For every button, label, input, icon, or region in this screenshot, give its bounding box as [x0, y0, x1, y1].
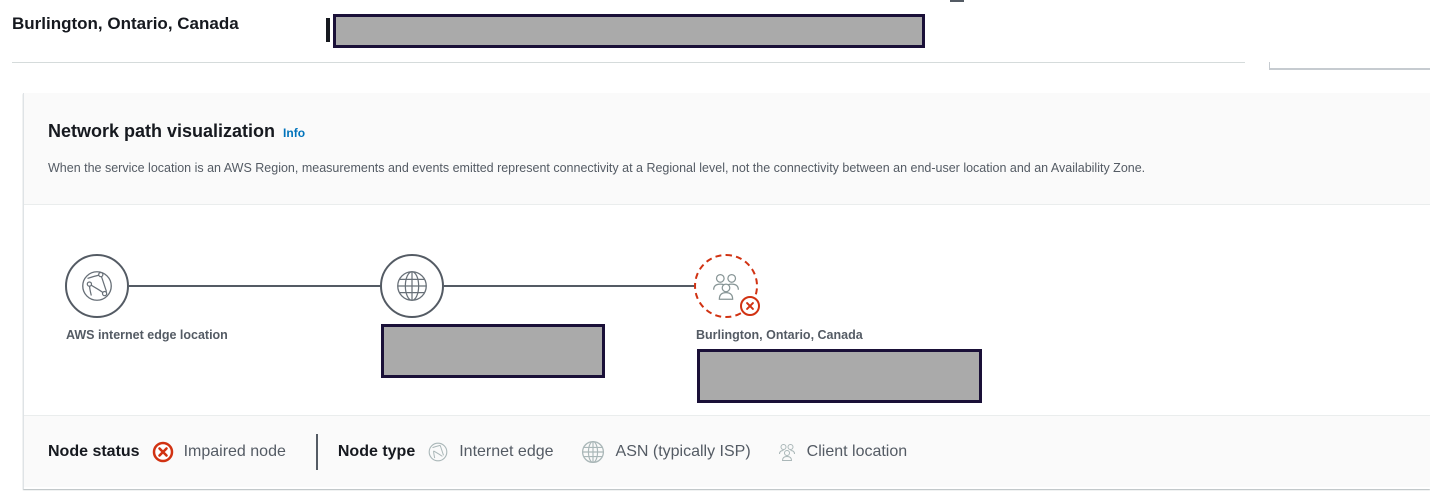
globe-icon	[581, 440, 604, 463]
network-path-panel: Network path visualization Info When the…	[23, 93, 1430, 489]
panel-description: When the service location is an AWS Regi…	[48, 161, 1146, 175]
top-tick-mark	[950, 0, 964, 2]
node-label-internet-edge: AWS internet edge location	[66, 328, 228, 342]
users-icon	[713, 273, 739, 300]
node-internet-edge[interactable]	[65, 254, 129, 318]
impaired-status-badge	[740, 296, 760, 316]
legend-item-impaired: Impaired node	[152, 441, 286, 463]
legend-label-internet-edge: Internet edge	[459, 442, 554, 460]
legend-item-internet-edge: Internet edge	[427, 441, 554, 463]
legend-label-asn: ASN (typically ISP)	[615, 442, 751, 460]
legend-status-heading: Node status	[48, 442, 140, 460]
internet-edge-icon	[428, 442, 448, 461]
redacted-title-block	[333, 14, 925, 48]
users-icon	[778, 443, 795, 461]
legend-item-client-location: Client location	[777, 442, 908, 462]
x-circle-icon	[152, 441, 173, 462]
right-box-edge	[1269, 62, 1430, 70]
header-divider	[12, 62, 1245, 63]
redacted-asn-label	[381, 324, 605, 378]
x-icon	[746, 302, 754, 310]
title-bracket	[326, 18, 330, 42]
legend-type-heading: Node type	[337, 442, 416, 460]
legend-label-impaired: Impaired node	[183, 442, 286, 460]
globe-icon	[397, 271, 427, 301]
legend-bar: Node status Impaired node Node type Inte…	[24, 415, 1430, 487]
node-asn[interactable]	[380, 254, 444, 318]
redacted-client-sublabel	[697, 349, 982, 403]
legend-divider	[315, 433, 318, 470]
internet-edge-icon	[82, 271, 112, 301]
info-link[interactable]: Info	[283, 126, 306, 140]
path-edge-1	[129, 285, 382, 287]
legend-item-asn: ASN (typically ISP)	[580, 439, 751, 465]
panel-title: Network path visualization Info	[48, 121, 305, 142]
network-path-graph: AWS internet edge location	[24, 205, 1430, 405]
panel-header: Network path visualization Info When the…	[24, 93, 1430, 205]
path-edge-2	[444, 285, 696, 287]
panel-title-text: Network path visualization	[48, 121, 276, 141]
page-title: Burlington, Ontario, Canada	[12, 14, 239, 34]
node-label-client-location: Burlington, Ontario, Canada	[696, 328, 863, 342]
page-title-text: Burlington, Ontario, Canada	[12, 14, 239, 33]
legend-label-client-location: Client location	[806, 442, 908, 460]
